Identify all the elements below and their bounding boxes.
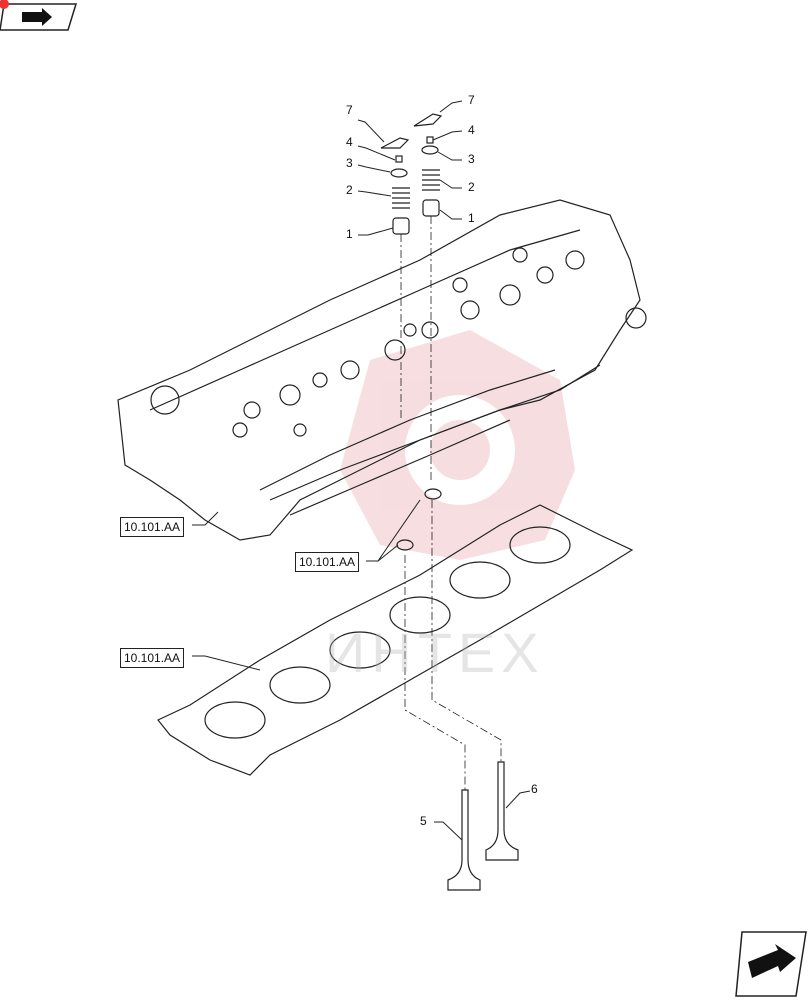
callout-number: 3 (468, 152, 475, 166)
callout-number: 1 (346, 227, 353, 241)
callout-number: 6 (531, 782, 538, 796)
valve-train-left (380, 137, 410, 235)
book-arrow-icon[interactable] (0, 0, 78, 31)
valve-6 (485, 761, 519, 861)
watermark-text: ИНТЕХ (325, 621, 545, 684)
callout-number: 2 (468, 180, 475, 194)
valve-5 (447, 789, 481, 891)
callout-number: 4 (468, 123, 475, 137)
next-page-arrow-icon[interactable] (735, 931, 807, 997)
centerlines (400, 216, 502, 790)
callout-number: 3 (346, 156, 353, 170)
callout-number: 7 (346, 103, 353, 117)
callout-number: 5 (420, 814, 427, 828)
reference-box[interactable]: 10.101.AA (120, 648, 185, 668)
head-gasket (157, 504, 634, 776)
callout-number: 2 (346, 183, 353, 197)
watermark-gear-icon (340, 330, 575, 560)
reference-box[interactable]: 10.101.AA (295, 552, 360, 572)
reference-box[interactable]: 10.101.AA (120, 517, 185, 537)
callout-number: 4 (346, 135, 353, 149)
cylinder-head (117, 199, 647, 541)
callout-number: 7 (468, 93, 475, 107)
leader-lines (192, 100, 531, 841)
valve-train-right (413, 113, 443, 217)
callout-number: 1 (468, 211, 475, 225)
valve-seat-rings (396, 488, 442, 551)
